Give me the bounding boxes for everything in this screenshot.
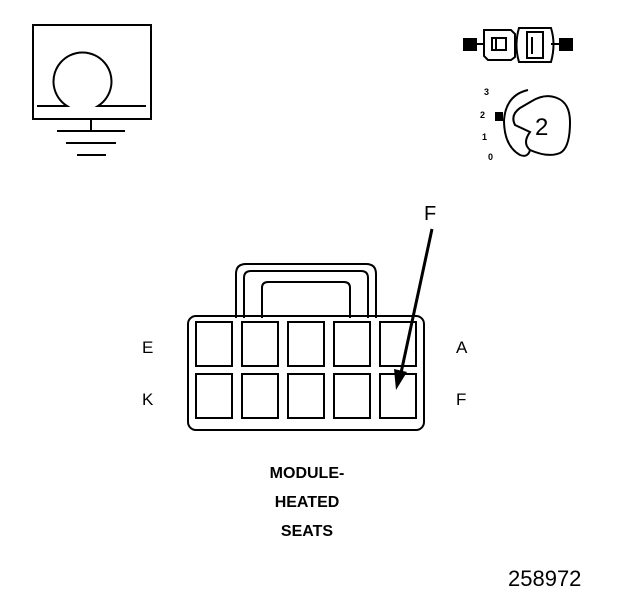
connector-cavity [287, 373, 325, 419]
terminal-pin-icon [463, 27, 573, 63]
view-position-0: 0 [488, 152, 494, 162]
figure-number: 258972 [508, 566, 582, 591]
view-number: 2 [535, 114, 549, 141]
connector-title-line-1: MODULE- [269, 465, 345, 482]
view-position-2: 2 [480, 110, 486, 120]
connector-body [187, 263, 425, 431]
connector-title-line-2: HEATED [274, 494, 340, 511]
connector-cavity [333, 321, 371, 367]
view-position-1: 1 [482, 132, 488, 142]
connector-cavities [195, 321, 417, 419]
pin-label-a: A [456, 338, 468, 357]
connector-title-line-3: SEATS [280, 523, 334, 540]
connector-cavity [195, 321, 233, 367]
connector-cavity [287, 321, 325, 367]
pin-label-e: E [142, 338, 154, 357]
connector-cavity [195, 373, 233, 419]
connector-cavity [379, 321, 417, 367]
connector-cavity [241, 373, 279, 419]
view-position-3: 3 [484, 87, 490, 97]
pointer-arrow [394, 228, 434, 390]
pin-label-k: K [142, 390, 154, 409]
view-rotation-icon [495, 89, 572, 157]
pin-label-f: F [456, 390, 467, 409]
connector-cavity [333, 373, 371, 419]
pointer-label: F [424, 203, 437, 225]
connector-cavity [241, 321, 279, 367]
ground-symbol-icon [32, 24, 152, 156]
